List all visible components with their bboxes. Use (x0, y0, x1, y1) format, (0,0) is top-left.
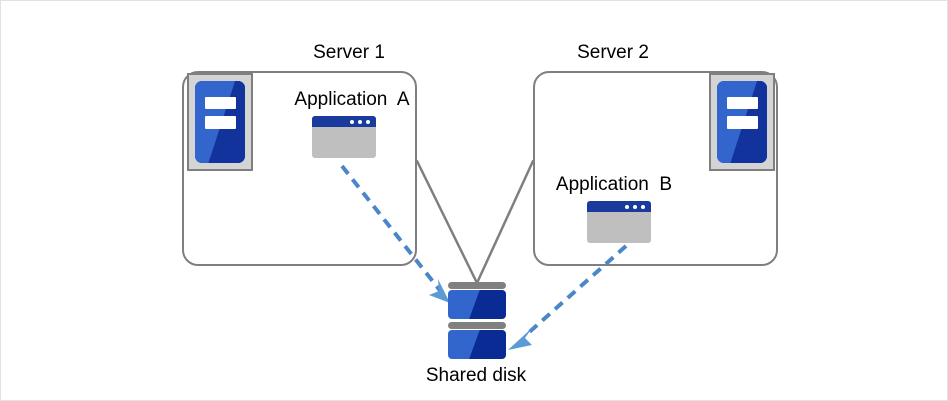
application-b-label: Application B (555, 174, 673, 195)
application-a-arrow-head (429, 279, 450, 303)
application-b-to-disk-arrow (524, 244, 628, 337)
server-icon-bar-top (726, 96, 758, 109)
server-icon-body (195, 81, 245, 163)
server2-to-disk-line (475, 159, 535, 285)
server-machine-icon (709, 73, 775, 171)
server-icon-body (717, 81, 767, 163)
window-dot-2 (633, 204, 637, 209)
application-window-icon (587, 201, 651, 243)
application-a-label: Application A (294, 89, 410, 110)
disk-stack-icon (448, 282, 506, 360)
disk-unit-bottom (448, 322, 506, 359)
shared-disk-label: Shared disk (425, 365, 527, 386)
server-2-box (533, 71, 778, 266)
disk-unit-top (448, 282, 506, 319)
server-1-box (182, 71, 417, 266)
application-window-titlebar (587, 201, 651, 212)
application-b-arrow-head (508, 327, 533, 350)
window-dot-1 (625, 204, 629, 209)
disk-body (448, 330, 506, 359)
window-dot-3 (366, 119, 370, 124)
window-dot-1 (350, 119, 354, 124)
disk-cap (448, 282, 506, 289)
window-dot-3 (641, 204, 645, 209)
disk-body (448, 290, 506, 319)
server-icon-bar-bottom (726, 116, 758, 129)
server-1-label: Server 1 (313, 42, 385, 63)
server-2-label: Server 2 (577, 42, 649, 63)
application-a-to-disk-arrow (340, 164, 444, 295)
application-window-titlebar (312, 116, 376, 127)
server-icon-bar-top (204, 96, 236, 109)
server-icon-bar-bottom (204, 116, 236, 129)
window-dot-2 (358, 119, 362, 124)
server1-to-disk-line (415, 159, 479, 285)
server-machine-icon (187, 73, 253, 171)
application-window-icon (312, 116, 376, 158)
disk-cap (448, 322, 506, 329)
